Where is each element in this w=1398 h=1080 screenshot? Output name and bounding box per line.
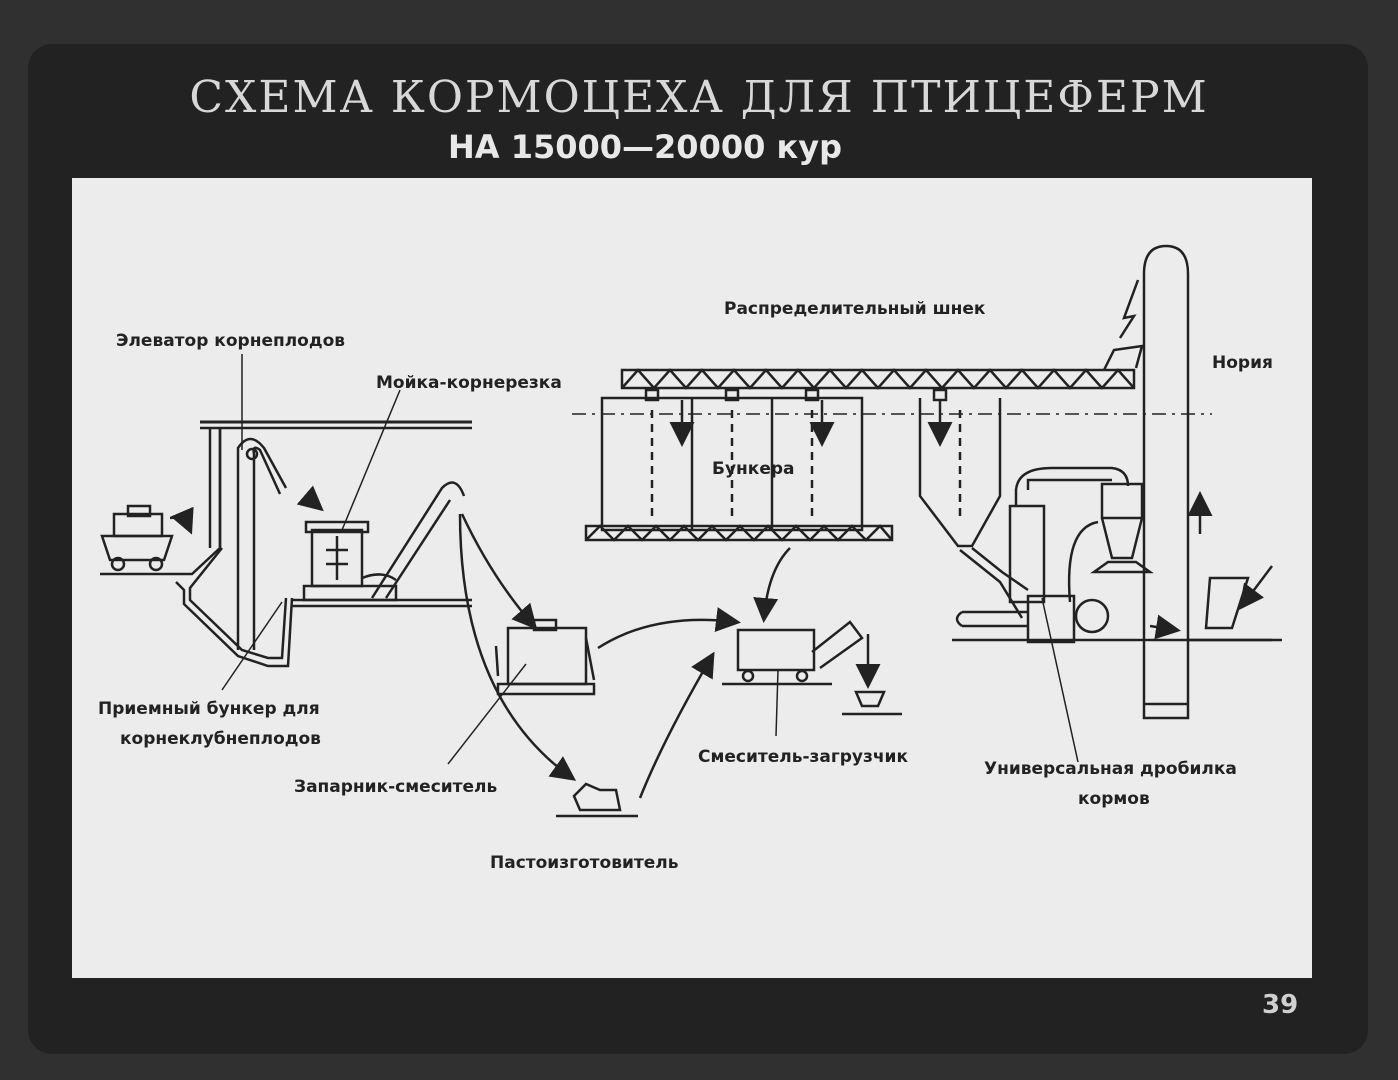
label-receiving-line2: корнеклубнеплодов <box>120 729 321 749</box>
label-washer: Мойка-корнерезка <box>376 373 562 393</box>
label-receiving-line1: Приемный бункер для <box>98 699 320 719</box>
label-elevator: Элеватор корнеплодов <box>116 331 345 351</box>
diagram-title: СХЕМА КОРМОЦЕХА ДЛЯ ПТИЦЕФЕРМ <box>189 72 1209 123</box>
paste-maker <box>556 782 638 818</box>
page-number: 39 <box>1262 990 1299 1020</box>
label-noria: Нория <box>1212 353 1273 373</box>
mixer-loader <box>722 620 902 716</box>
label-crusher-line2: кормов <box>1078 789 1150 809</box>
root-washer-cutter <box>302 481 466 602</box>
root-cart <box>100 504 194 576</box>
feed-mill-schematic: Элеватор корнеплодов Мойка-корнерезка Ра… <box>98 244 1282 873</box>
noria <box>1118 244 1282 720</box>
bunker-row <box>584 388 1002 548</box>
diagram-subtitle: НА 15000—20000 кур <box>448 128 842 166</box>
label-crusher-line1: Универсальная дробилка <box>984 759 1237 779</box>
label-steamer: Запарник-смеситель <box>294 777 497 797</box>
diagram-panel: Элеватор корнеплодов Мойка-корнерезка Ра… <box>72 178 1312 978</box>
leader-lines <box>221 354 1079 765</box>
distribution-screw <box>572 344 1212 415</box>
label-mixer: Смеситель-загрузчик <box>698 747 908 767</box>
flow-arrows <box>458 513 791 799</box>
root-elevator <box>236 437 324 650</box>
label-bunkers: Бункера <box>712 459 795 479</box>
label-distributor: Распределительный шнек <box>724 299 986 319</box>
label-paste: Пастоизготовитель <box>490 853 678 873</box>
receiving-hopper <box>175 428 472 668</box>
